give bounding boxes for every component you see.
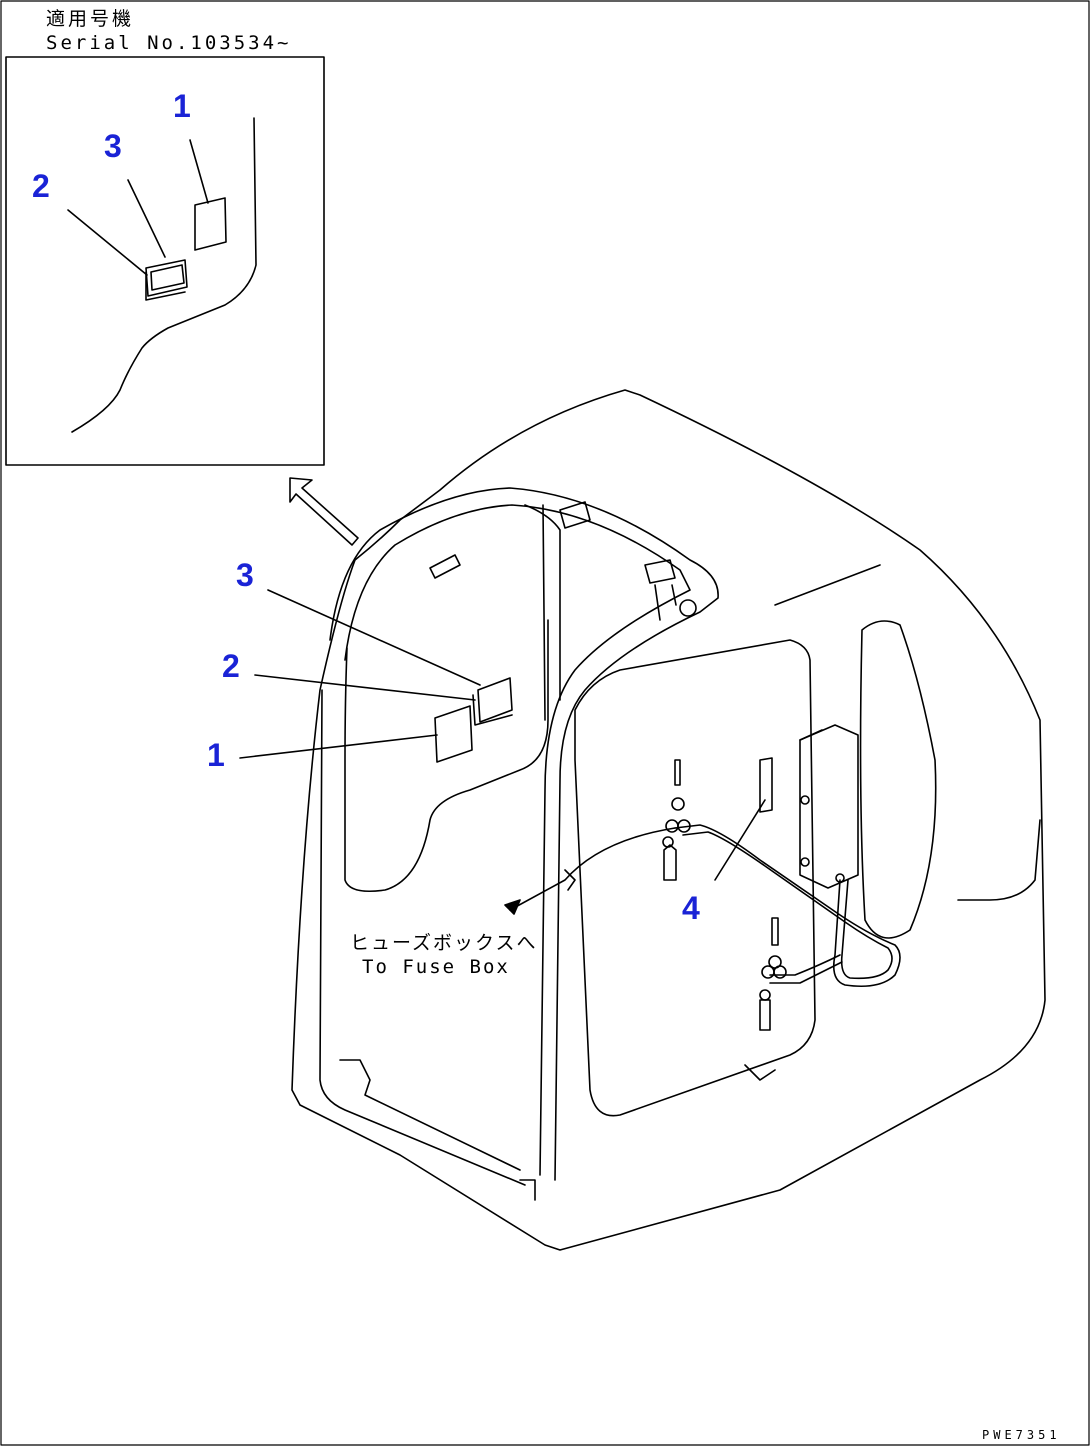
wire-to-fusebox bbox=[509, 827, 676, 911]
rear-lower-line bbox=[957, 819, 1041, 901]
callout-3: 3 bbox=[236, 557, 254, 593]
inset-decal-2 bbox=[145, 271, 186, 301]
applicable-label: 適用号機 bbox=[46, 8, 135, 30]
frame-pillar bbox=[524, 504, 561, 701]
switch-1-plug-a bbox=[665, 819, 679, 833]
leader-2 bbox=[254, 674, 476, 701]
frame-pillar-2 bbox=[542, 504, 546, 721]
side-door bbox=[574, 639, 816, 1117]
roof-knob bbox=[679, 599, 697, 617]
decal-3 bbox=[477, 677, 513, 723]
switch-2-plug-a bbox=[761, 965, 775, 979]
roof-rail bbox=[654, 584, 677, 621]
inset-decal-3-inner bbox=[150, 264, 185, 291]
note-fuse-box-jp: ヒューズボックスへ bbox=[350, 932, 538, 954]
decal-2 bbox=[472, 694, 513, 726]
switch-1-body bbox=[663, 844, 677, 881]
leader-4 bbox=[714, 799, 766, 881]
inset-callout-3: 3 bbox=[104, 128, 122, 164]
rear-window bbox=[859, 620, 937, 939]
inset-frame bbox=[5, 56, 325, 466]
leader-1 bbox=[239, 734, 438, 759]
wire-harness-main bbox=[674, 824, 901, 988]
fuse-relay-box bbox=[799, 724, 859, 889]
windshield-frame-inner bbox=[344, 504, 691, 1176]
inset-decal-1 bbox=[194, 197, 227, 251]
roof-bracket-left bbox=[429, 554, 461, 579]
inset-arrow bbox=[289, 477, 359, 546]
box-screw-2 bbox=[800, 857, 810, 867]
switch-2-knob bbox=[759, 989, 771, 1001]
note-fuse-box-en: To Fuse Box bbox=[362, 956, 510, 978]
switch-2-body bbox=[759, 999, 771, 1031]
switch-1-top bbox=[674, 759, 681, 786]
box-screw-1 bbox=[800, 795, 810, 805]
decal-4 bbox=[759, 757, 773, 813]
drawing-code: PWE7351 bbox=[982, 1428, 1061, 1442]
fusebox-arrow-head bbox=[504, 899, 521, 915]
cab-inner-line bbox=[319, 689, 526, 1186]
callout-4: 4 bbox=[682, 890, 700, 926]
roof-line bbox=[774, 564, 881, 606]
roof-bracket-center bbox=[559, 501, 591, 529]
switch-2-top bbox=[771, 917, 779, 946]
roof-bracket-right bbox=[644, 559, 676, 584]
wire-branch bbox=[769, 954, 841, 976]
wire-harness-main-2 bbox=[682, 831, 893, 980]
leader-3 bbox=[267, 589, 481, 686]
switch-1-plug-b bbox=[677, 819, 691, 833]
cab-outline bbox=[291, 389, 1046, 1251]
inset-leader-3 bbox=[127, 179, 166, 258]
door-latch bbox=[744, 1064, 776, 1081]
decal-1 bbox=[434, 705, 473, 763]
wire-branch-2 bbox=[769, 961, 843, 984]
inset-leader-2 bbox=[67, 209, 148, 276]
clamp bbox=[564, 869, 576, 891]
lower-left-window bbox=[344, 619, 549, 893]
inset-cab-outline bbox=[71, 117, 257, 433]
inset-leader-1 bbox=[189, 139, 209, 204]
floor-corner bbox=[519, 1179, 536, 1201]
switch-1-ring bbox=[671, 797, 685, 811]
callout-1: 1 bbox=[207, 737, 225, 773]
switch-2-plug-b bbox=[773, 965, 787, 979]
serial-number: Serial No.103534~ bbox=[46, 32, 292, 54]
switch-1-knob bbox=[662, 836, 674, 848]
callout-2: 2 bbox=[222, 648, 240, 684]
windshield-frame-outer bbox=[329, 487, 719, 1181]
inset-callout-1: 1 bbox=[173, 88, 191, 124]
inset-decal-3 bbox=[145, 259, 188, 297]
floor-ledge bbox=[339, 1059, 521, 1171]
inset-callout-2: 2 bbox=[32, 168, 50, 204]
box-top-edge bbox=[799, 729, 823, 741]
